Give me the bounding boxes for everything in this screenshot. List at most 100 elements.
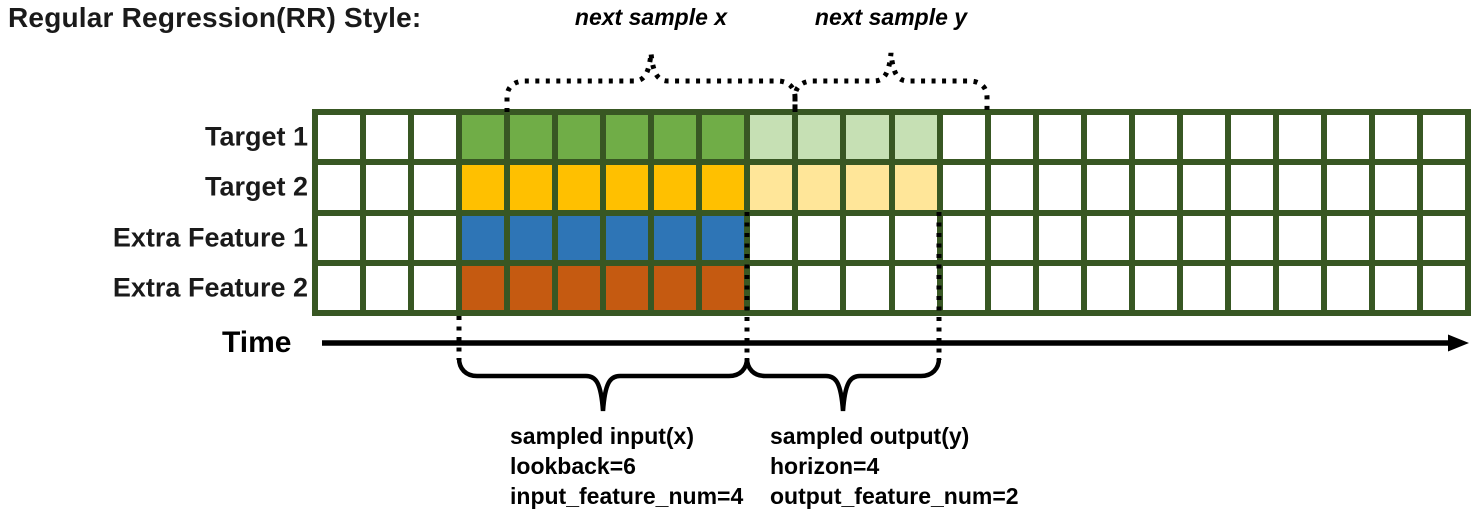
grid-cell (990, 215, 1033, 260)
grid-cell (462, 115, 505, 160)
row-label-extra-feature-2: Extra Feature 2 (112, 272, 308, 303)
grid-cell (1230, 165, 1273, 210)
horizon-line: horizon=4 (770, 453, 880, 479)
grid-cell (702, 165, 745, 210)
grid-cell (1374, 165, 1417, 210)
grid-cell (702, 265, 745, 310)
sampled-output-caption: sampled output(y) horizon=4 output_featu… (770, 421, 1019, 511)
grid-cell (942, 115, 985, 160)
grid-cell (1038, 265, 1081, 310)
grid-cell (654, 215, 697, 260)
grid-cell (1134, 265, 1177, 310)
grid-cell (798, 165, 841, 210)
grid-cell (654, 165, 697, 210)
grid-cell (1182, 165, 1225, 210)
grid-cell (606, 115, 649, 160)
sampled-input-brace (456, 357, 750, 412)
time-axis-arrowhead (1448, 334, 1469, 352)
grid-cell (1230, 215, 1273, 260)
grid-cell (1182, 265, 1225, 310)
grid-cell (1086, 215, 1129, 260)
grid-cell (1374, 115, 1417, 160)
grid-cell (894, 115, 937, 160)
grid-cell (798, 215, 841, 260)
grid-cell (366, 115, 409, 160)
grid-cell (414, 265, 457, 310)
grid-cell (750, 215, 793, 260)
grid-cell (366, 265, 409, 310)
grid-cell (990, 265, 1033, 310)
grid-cell (750, 265, 793, 310)
grid-cell (606, 165, 649, 210)
grid-cell (510, 265, 553, 310)
grid-cell (366, 165, 409, 210)
row-label-extra-feature-1: Extra Feature 1 (112, 222, 308, 253)
grid-cell (1326, 265, 1369, 310)
grid-cell (798, 265, 841, 310)
row-label-target-2: Target 2 (204, 171, 308, 202)
grid-cell (1278, 115, 1321, 160)
grid-cell (1038, 165, 1081, 210)
grid-cell (942, 165, 985, 210)
sampled-input-line: sampled input(x) (510, 423, 695, 449)
sampled-output-brace (744, 357, 942, 412)
grid-cell (318, 265, 361, 310)
grid-cell (510, 115, 553, 160)
grid-cell (1086, 115, 1129, 160)
diagram-title: Regular Regression(RR) Style: (8, 2, 422, 33)
grid-cell (366, 215, 409, 260)
grid-cell (1422, 115, 1465, 160)
grid-cell (1134, 165, 1177, 210)
grid-cell (462, 265, 505, 310)
grid-cell (846, 115, 889, 160)
grid-cell (942, 215, 985, 260)
grid-cell (606, 265, 649, 310)
grid-cell (702, 115, 745, 160)
grid-cell (894, 165, 937, 210)
grid-cell (414, 165, 457, 210)
grid-cell (1230, 265, 1273, 310)
grid-cell (894, 265, 937, 310)
grid-cell (990, 165, 1033, 210)
grid-cell (1278, 165, 1321, 210)
grid-cell (1086, 265, 1129, 310)
time-axis-label: Time (222, 326, 292, 359)
grid-cell (990, 115, 1033, 160)
grid-cell (1374, 215, 1417, 260)
grid-cell (462, 165, 505, 210)
grid-cell (558, 215, 601, 260)
grid-cell (1422, 265, 1465, 310)
grid-cell (318, 165, 361, 210)
grid-cell (1182, 115, 1225, 160)
grid-cell (510, 165, 553, 210)
grid-cell (414, 215, 457, 260)
grid-cell (318, 115, 361, 160)
grid-cell (1182, 215, 1225, 260)
grid-cell (558, 115, 601, 160)
grid-cell (846, 265, 889, 310)
grid-cell (894, 215, 937, 260)
grid-cell (510, 215, 553, 260)
next-sample-x-label: next sample x (574, 4, 728, 30)
grid-cell (1422, 215, 1465, 260)
grid-cell (558, 165, 601, 210)
sample-grid (312, 109, 1471, 316)
grid-cell (1278, 265, 1321, 310)
grid-cell (1326, 165, 1369, 210)
grid-cell (798, 115, 841, 160)
grid-cell (750, 115, 793, 160)
row-label-target-1: Target 1 (204, 121, 308, 152)
grid-cell (1134, 115, 1177, 160)
grid-cell (462, 215, 505, 260)
sampled-output-line: sampled output(y) (770, 423, 970, 449)
sampled-input-caption: sampled input(x) lookback=6 input_featur… (510, 421, 743, 511)
grid-cell (942, 265, 985, 310)
next-sample-y-brace (792, 52, 990, 112)
grid-cell (414, 115, 457, 160)
grid-cell (1038, 215, 1081, 260)
grid-cell (1086, 165, 1129, 210)
grid-cell (1278, 215, 1321, 260)
grid-cell (654, 115, 697, 160)
grid-cell (1326, 215, 1369, 260)
